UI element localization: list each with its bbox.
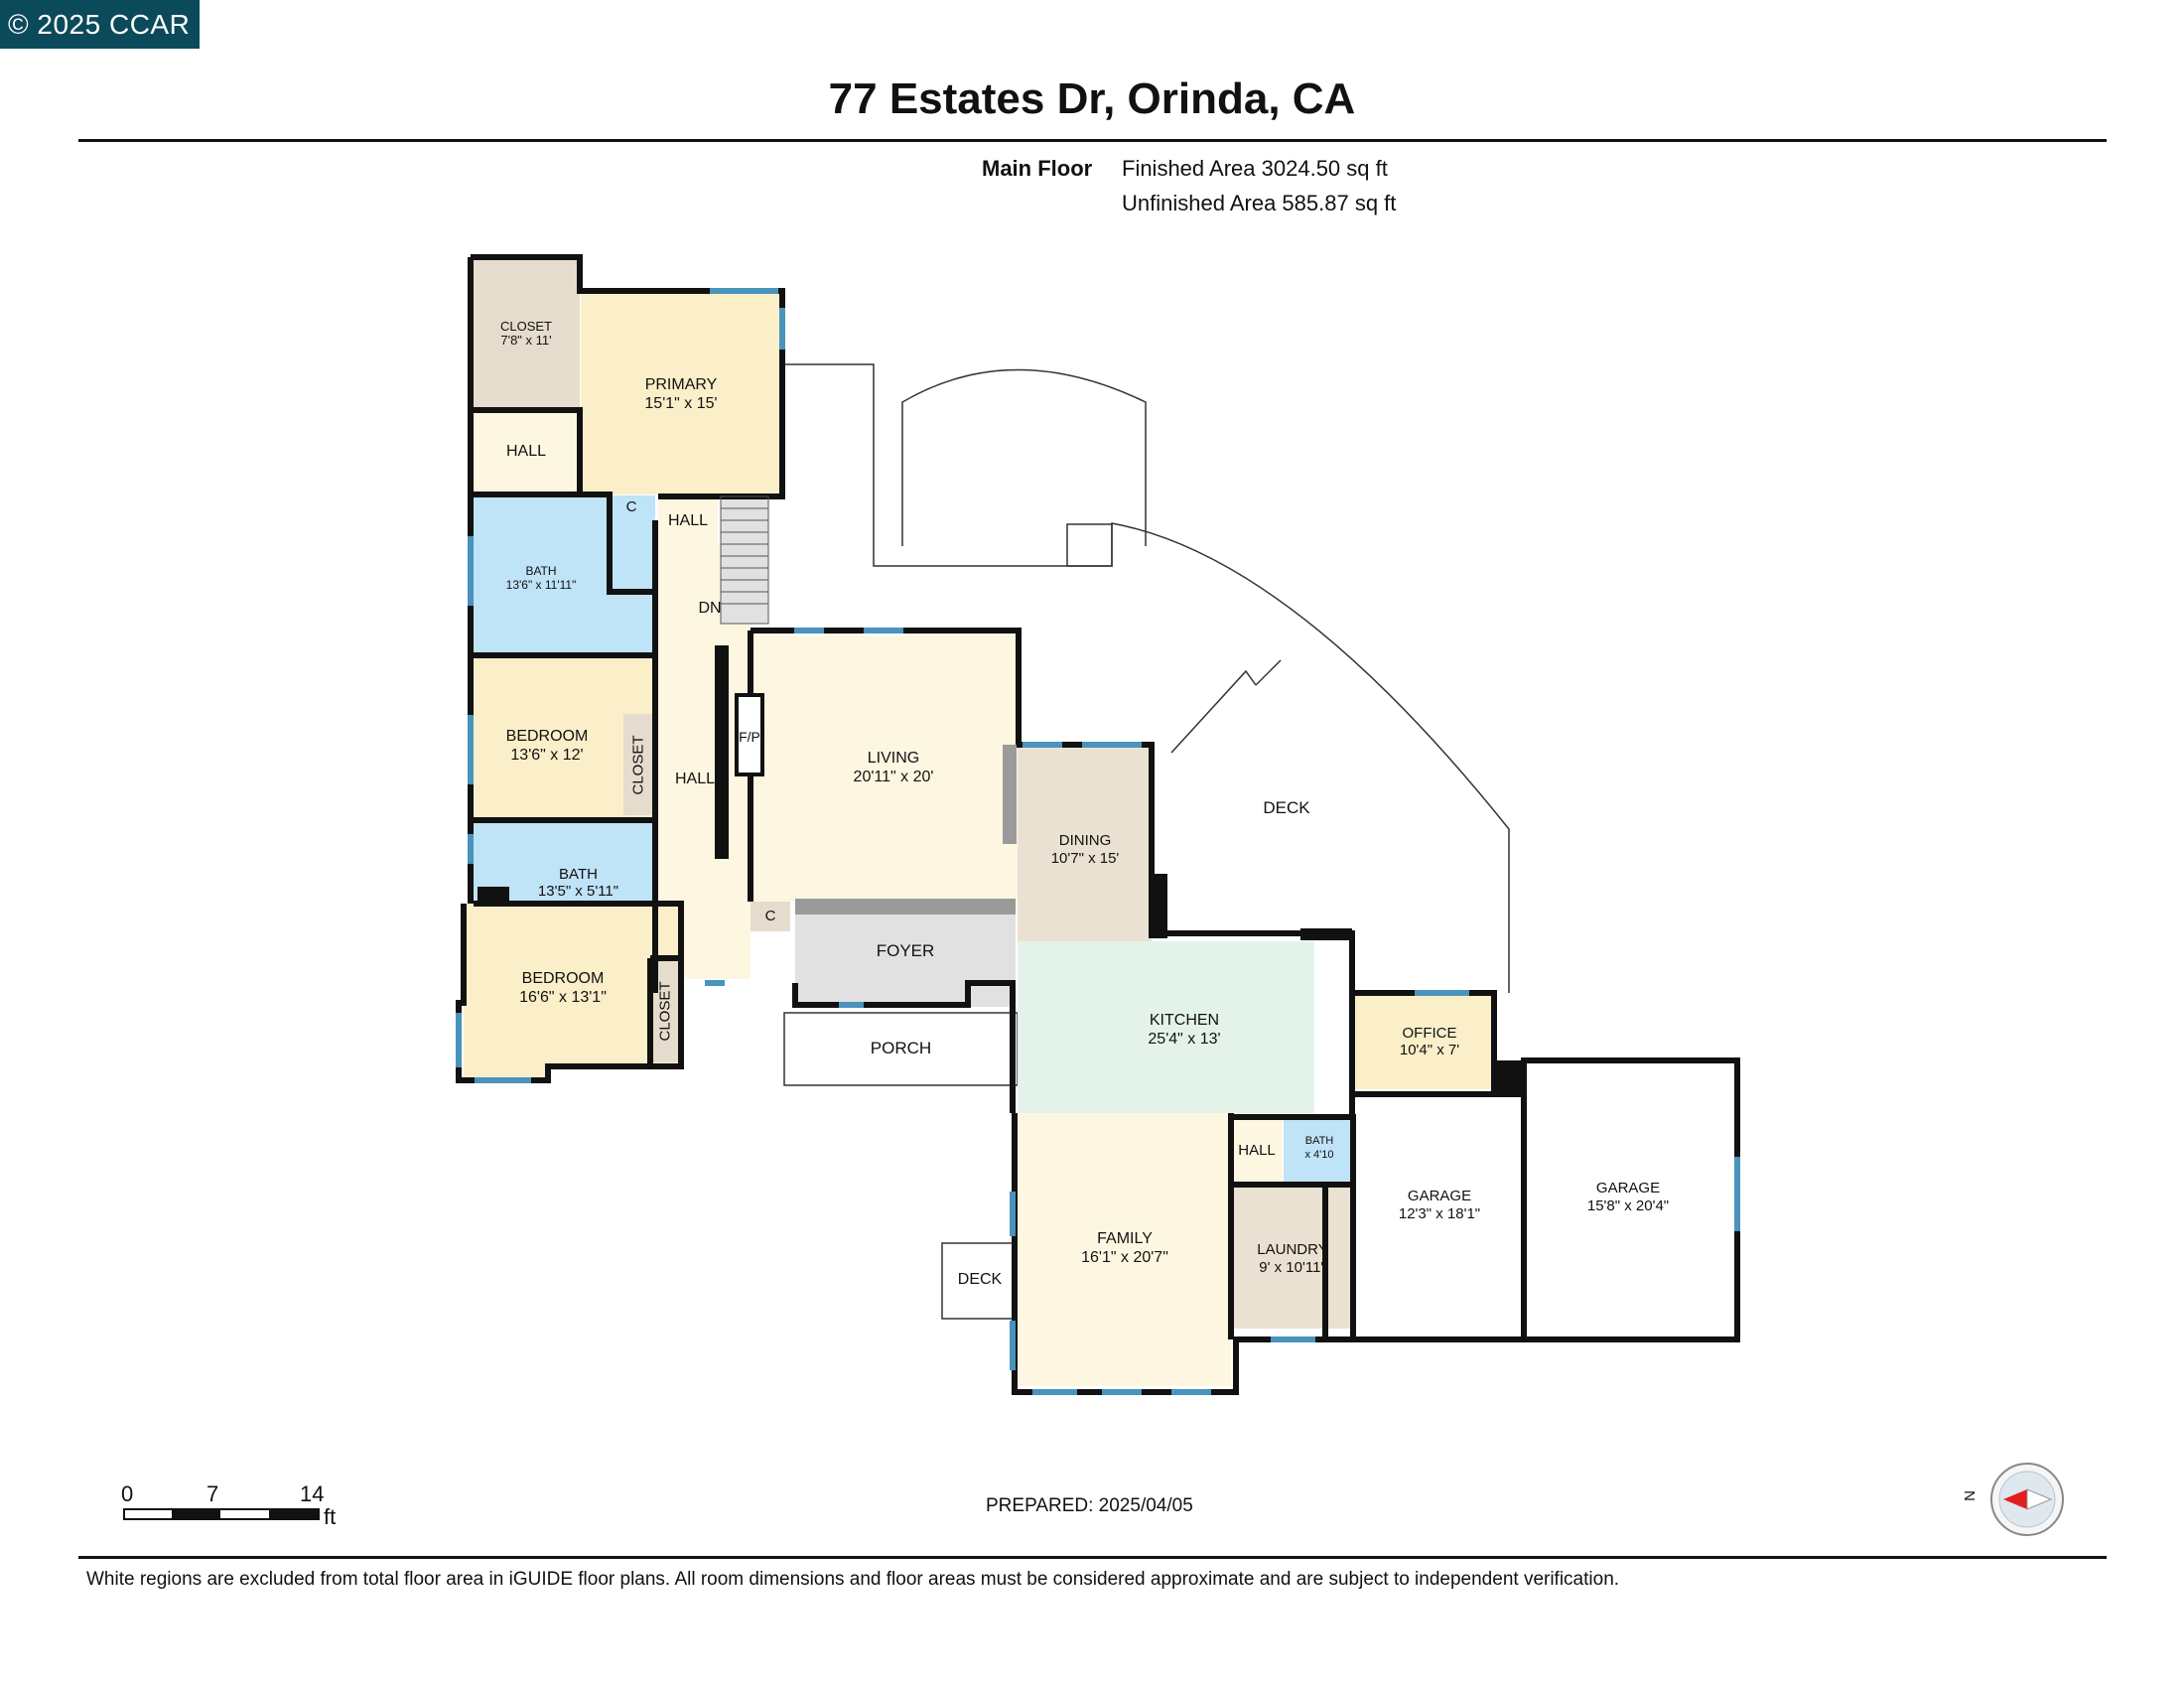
- fireplace-label: F/P: [739, 729, 760, 745]
- room-closet-a: CLOSET: [629, 735, 647, 795]
- unfinished-area: Unfinished Area 585.87 sq ft: [1122, 191, 1397, 215]
- room-hall-a: HALL: [505, 443, 547, 460]
- scale-tick-7: 7: [206, 1481, 219, 1506]
- hall-b-area: [658, 495, 718, 545]
- room-closet-b: CLOSET: [656, 981, 674, 1042]
- header-divider: [78, 139, 2107, 142]
- room-deck-small: DECK: [957, 1271, 1003, 1288]
- laundry-area: [1231, 1185, 1353, 1329]
- finished-area: Finished Area 3024.50 sq ft: [1122, 156, 1388, 181]
- bedroom-b-area: [464, 904, 681, 1080]
- scale-tick-0: 0: [121, 1481, 134, 1506]
- dining-area: [1018, 743, 1152, 941]
- room-hall-main: HALL: [674, 771, 716, 787]
- scale-bar: [123, 1508, 320, 1520]
- room-foyer: FOYER: [876, 941, 935, 960]
- counters: [795, 745, 1017, 914]
- family-area: [1018, 1113, 1231, 1386]
- room-c-b: C: [764, 908, 776, 924]
- room-c-a: C: [625, 498, 637, 515]
- room-hall-b: HALL: [667, 512, 709, 529]
- living-area: [751, 635, 1019, 902]
- scale-unit: ft: [324, 1504, 337, 1529]
- footer-divider: [78, 1556, 2107, 1559]
- closet-primary-area: [474, 260, 580, 409]
- wall-accents: [478, 645, 1524, 1094]
- stair-area: [721, 496, 768, 624]
- foyer-area: [795, 902, 1016, 1007]
- stairs-down-label: DN: [698, 600, 722, 617]
- kitchen-area: [1018, 941, 1314, 1113]
- hall-c-area: [1231, 1117, 1283, 1185]
- bath-c-area: [1284, 1117, 1353, 1185]
- room-hall-c: HALL: [1238, 1142, 1276, 1159]
- room-deck-main: DECK: [1263, 798, 1310, 817]
- stairs: [720, 495, 769, 625]
- fireplace: [735, 693, 764, 776]
- office-area: [1355, 993, 1494, 1089]
- compass-icon: [1990, 1463, 2064, 1536]
- room-porch: PORCH: [870, 1039, 932, 1057]
- compass-north-label: N: [1961, 1490, 1979, 1501]
- copyright-badge: © 2025 CCAR: [0, 0, 200, 49]
- page-title: 77 Estates Dr, Orinda, CA: [828, 74, 1356, 123]
- bath-a-area: [474, 495, 655, 657]
- disclaimer: White regions are excluded from total fl…: [86, 1569, 1620, 1590]
- c-b-area: [751, 902, 790, 931]
- prepared-date: PREPARED: 2025/04/05: [986, 1495, 1193, 1516]
- windows: [456, 288, 1740, 1395]
- closet-a-area: [623, 714, 653, 815]
- floor-name: Main Floor: [982, 156, 1093, 181]
- hall-a-area: [474, 410, 580, 494]
- primary-area: [581, 291, 782, 494]
- scale-tick-14: 14: [300, 1481, 325, 1506]
